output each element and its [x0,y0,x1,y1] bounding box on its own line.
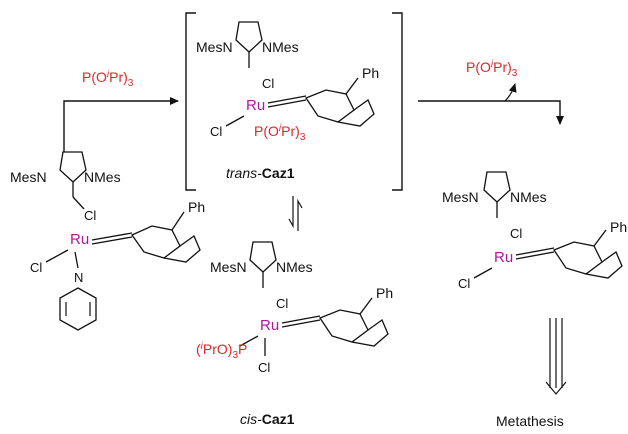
structure-trans-caz1: MesN NMes Cl Ru Cl P(OiPr)3 Ph trans-Caz… [196,21,379,181]
right-reagent-label: P(OiPr)3 [466,59,518,79]
svg-text:MesN: MesN [442,189,479,205]
structure-active-species: MesN NMes Cl Ru Cl Ph [442,171,627,291]
equilibrium-arrow-down [288,196,294,229]
svg-text:N: N [74,270,83,285]
svg-text:NMes: NMes [262,39,299,55]
structure-pyridine-precatalyst: MesN NMes Cl Ru Cl N Ph [10,151,205,331]
svg-text:Cl: Cl [258,360,270,375]
svg-text:Cl: Cl [84,208,96,223]
svg-text:NMes: NMes [510,189,547,205]
left-reagent-label: P(OiPr)3 [82,69,134,89]
svg-text:NMes: NMes [276,259,313,275]
metathesis-label: Metathesis [496,413,564,429]
phosphite-release-curve [504,83,517,102]
svg-text:Cl: Cl [276,296,288,311]
svg-text:P(OiPr)3: P(OiPr)3 [254,123,306,143]
svg-text:Cl: Cl [262,76,274,91]
equilibrium-arrow-up [297,198,303,231]
svg-text:Ph: Ph [188,199,205,215]
left-bracket [185,12,196,191]
svg-text:Ru: Ru [260,317,279,334]
svg-text:Ph: Ph [610,219,627,235]
svg-text:MesN: MesN [10,169,47,185]
svg-text:Ph: Ph [362,65,379,81]
right-reaction-arrow [418,100,564,125]
svg-text:Ph: Ph [376,285,393,301]
svg-text:Ru: Ru [246,97,265,114]
structure-cis-caz1: MesN NMes Cl Ru (iPrO)3P Cl Ph cis-Caz1 [196,241,393,427]
metathesis-arrow [545,318,567,395]
svg-text:cis-Caz1: cis-Caz1 [240,411,295,427]
svg-text:MesN: MesN [196,39,233,55]
right-bracket [392,12,403,191]
svg-text:Ru: Ru [494,249,513,266]
svg-text:NMes: NMes [84,169,121,185]
left-reaction-arrow [63,97,179,152]
svg-text:Ru: Ru [70,231,89,248]
svg-text:Cl: Cl [458,276,470,291]
svg-text:Cl: Cl [30,260,42,275]
svg-text:MesN: MesN [210,259,247,275]
svg-text:Cl: Cl [510,226,522,241]
svg-text:(iPrO)3P: (iPrO)3P [196,341,247,361]
svg-text:trans-Caz1: trans-Caz1 [226,165,295,181]
svg-text:Cl: Cl [210,124,222,139]
